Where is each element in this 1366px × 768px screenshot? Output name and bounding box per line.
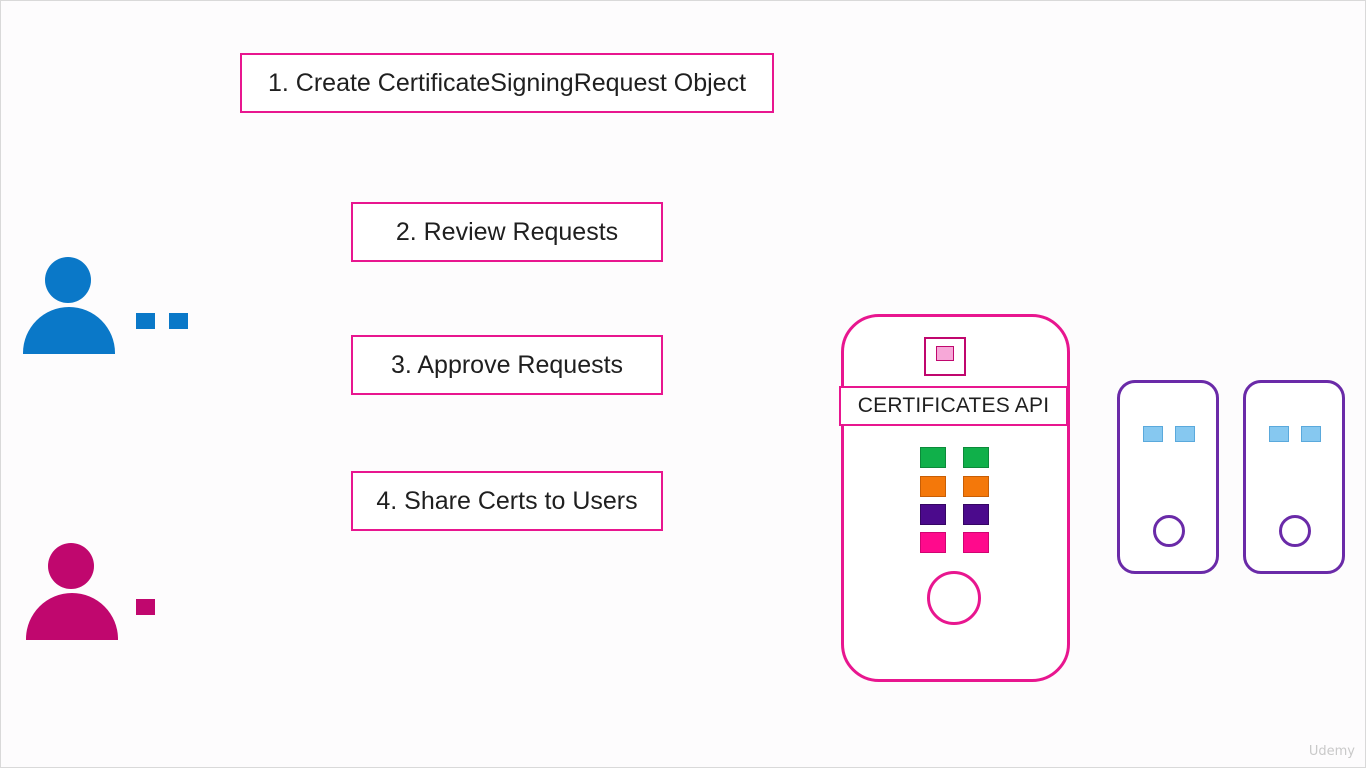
worker-node-2-led-left-icon <box>1269 426 1289 442</box>
step-create-csr: 1. Create CertificateSigningRequest Obje… <box>240 53 774 113</box>
orange-chip-right-icon <box>963 476 989 497</box>
worker-node-1-led-right-icon <box>1175 426 1195 442</box>
admin-user-head <box>45 257 91 303</box>
api-ring-icon <box>927 571 981 625</box>
green-chip-left-icon <box>920 447 946 468</box>
certificates-api-label: CERTIFICATES API <box>839 386 1068 426</box>
step-review-requests: 2. Review Requests <box>351 202 663 262</box>
worker-node-2-led-right-icon <box>1301 426 1321 442</box>
new-user-body <box>26 593 118 640</box>
purple-chip-right-icon <box>963 504 989 525</box>
worker-node-1-led-left-icon <box>1143 426 1163 442</box>
worker-node-2-ring-icon <box>1279 515 1311 547</box>
step-share-certs: 4. Share Certs to Users <box>351 471 663 531</box>
pink-chip-left-icon <box>920 532 946 553</box>
orange-chip-left-icon <box>920 476 946 497</box>
pink-chip-right-icon <box>963 532 989 553</box>
certificates-api-text: CERTIFICATES API <box>857 394 1050 417</box>
new-user-key-icon <box>136 599 155 615</box>
green-chip-right-icon <box>963 447 989 468</box>
worker-node-1-ring-icon <box>1153 515 1185 547</box>
new-user-icon <box>26 543 118 640</box>
admin-user-icon <box>23 257 115 354</box>
step-create-csr-label: 1. Create CertificateSigningRequest Obje… <box>267 68 747 97</box>
worker-node-2 <box>1243 380 1345 574</box>
admin-key-icon <box>136 313 155 329</box>
step-share-certs-label: 4. Share Certs to Users <box>376 486 638 515</box>
step-review-requests-label: 2. Review Requests <box>395 217 619 246</box>
admin-cert-icon <box>169 313 188 329</box>
purple-chip-left-icon <box>920 504 946 525</box>
watermark: Udemy <box>1308 744 1355 759</box>
new-user-head <box>48 543 94 589</box>
step-approve-requests-label: 3. Approve Requests <box>390 350 624 379</box>
step-approve-requests: 3. Approve Requests <box>351 335 663 395</box>
worker-node-1 <box>1117 380 1219 574</box>
admin-user-body <box>23 307 115 354</box>
api-top-badge-inner-icon <box>936 346 954 361</box>
